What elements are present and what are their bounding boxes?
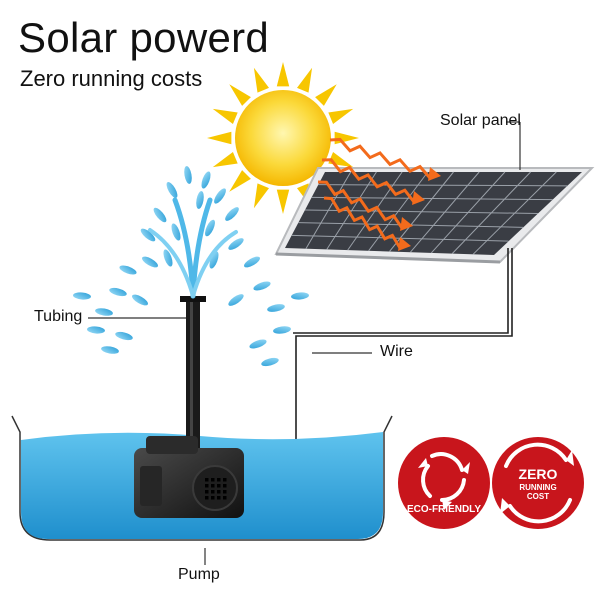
pump (134, 436, 244, 518)
page-title: Solar powerd (18, 14, 270, 61)
water-spray (73, 166, 309, 367)
zero-label: ZERO (519, 466, 558, 482)
solar-panel (274, 167, 595, 264)
running-label: RUNNING (519, 483, 556, 492)
pump-label: Pump (178, 566, 220, 583)
zero-running-cost-badge: ZERO RUNNING COST (492, 437, 584, 529)
solar-panel-label: Solar panel (440, 112, 521, 129)
cost-label: COST (527, 492, 549, 501)
eco-friendly-label: ECO-FRIENDLY (407, 504, 481, 515)
sun-icon (207, 62, 359, 214)
sun-rays (317, 137, 441, 251)
leader-lines (88, 121, 521, 565)
eco-friendly-badge: ECO-FRIENDLY (398, 437, 490, 529)
tubing-label: Tubing (34, 308, 83, 325)
wire-label: Wire (380, 343, 413, 360)
page-subtitle: Zero running costs (20, 66, 203, 91)
tubing (180, 296, 206, 452)
